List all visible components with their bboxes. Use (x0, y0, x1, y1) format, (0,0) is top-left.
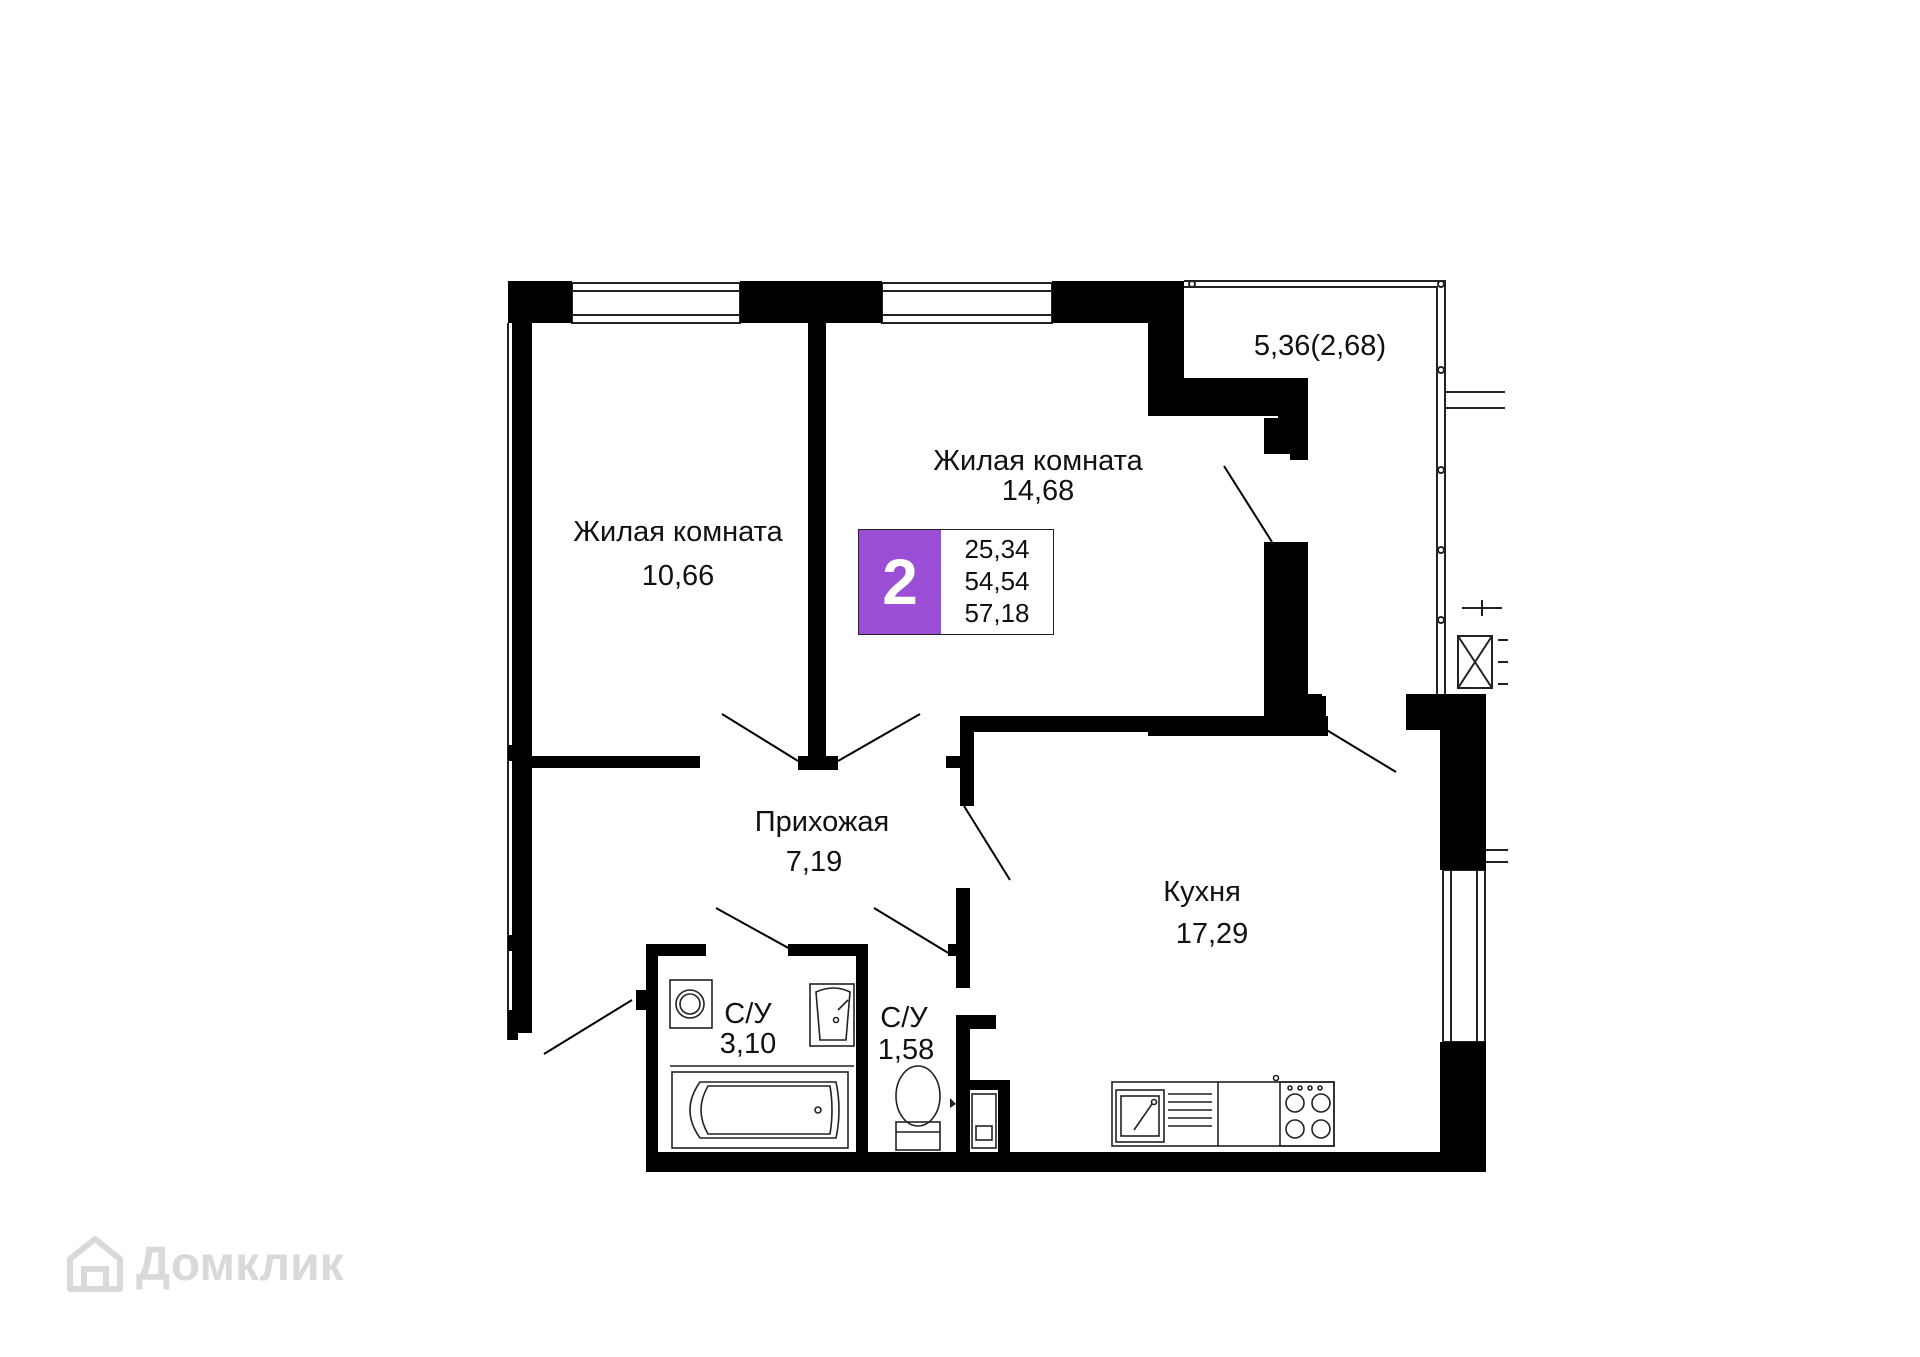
bathtub-icon (671, 1071, 849, 1149)
ac-unit-icon (1457, 600, 1508, 689)
boiler-icon (971, 1093, 997, 1149)
room-hall-name: Прихожая (754, 806, 890, 838)
watermark-text: Домклик (136, 1237, 344, 1291)
watermark: Домклик (64, 1233, 344, 1295)
stove-icon (1272, 1074, 1335, 1147)
balcony-railing (1184, 280, 1505, 700)
top-windows (571, 282, 1053, 324)
room-living2-name: Жилая комната (933, 445, 1143, 477)
total-with-balcony-value: 57,18 (964, 597, 1030, 628)
living-area-value: 25,34 (964, 534, 1030, 565)
room-kitchen-area: 17,29 (1175, 918, 1249, 950)
house-logo-icon (67, 1236, 123, 1292)
kitchen-sink-icon (1115, 1089, 1212, 1143)
area-values: 25,34 54,54 57,18 (941, 530, 1053, 634)
total-area-value: 54,54 (964, 566, 1030, 597)
kitchen-window (1442, 849, 1508, 1043)
room-bath1-name: С/У (724, 998, 772, 1030)
room-living2-area: 14,68 (1001, 475, 1075, 507)
room-bath1-area: 3,10 (719, 1028, 777, 1060)
room-living1-area: 10,66 (641, 560, 715, 592)
room-hall-area: 7,19 (785, 846, 843, 878)
room-count: 2 (859, 530, 941, 634)
walls (508, 281, 1486, 1172)
room-balcony-area: 5,36(2,68) (1253, 330, 1387, 362)
toilet-icon (895, 1065, 941, 1151)
summary-badge: 2 25,34 54,54 57,18 (858, 529, 1054, 635)
door-swings (543, 465, 1397, 1055)
sink-icon (809, 983, 855, 1047)
room-bath2-area: 1,58 (877, 1034, 935, 1066)
room-kitchen-name: Кухня (1163, 876, 1241, 908)
washing-machine-icon (669, 979, 713, 1029)
room-bath2-name: С/У (880, 1002, 928, 1034)
room-living1-name: Жилая комната (573, 516, 783, 548)
